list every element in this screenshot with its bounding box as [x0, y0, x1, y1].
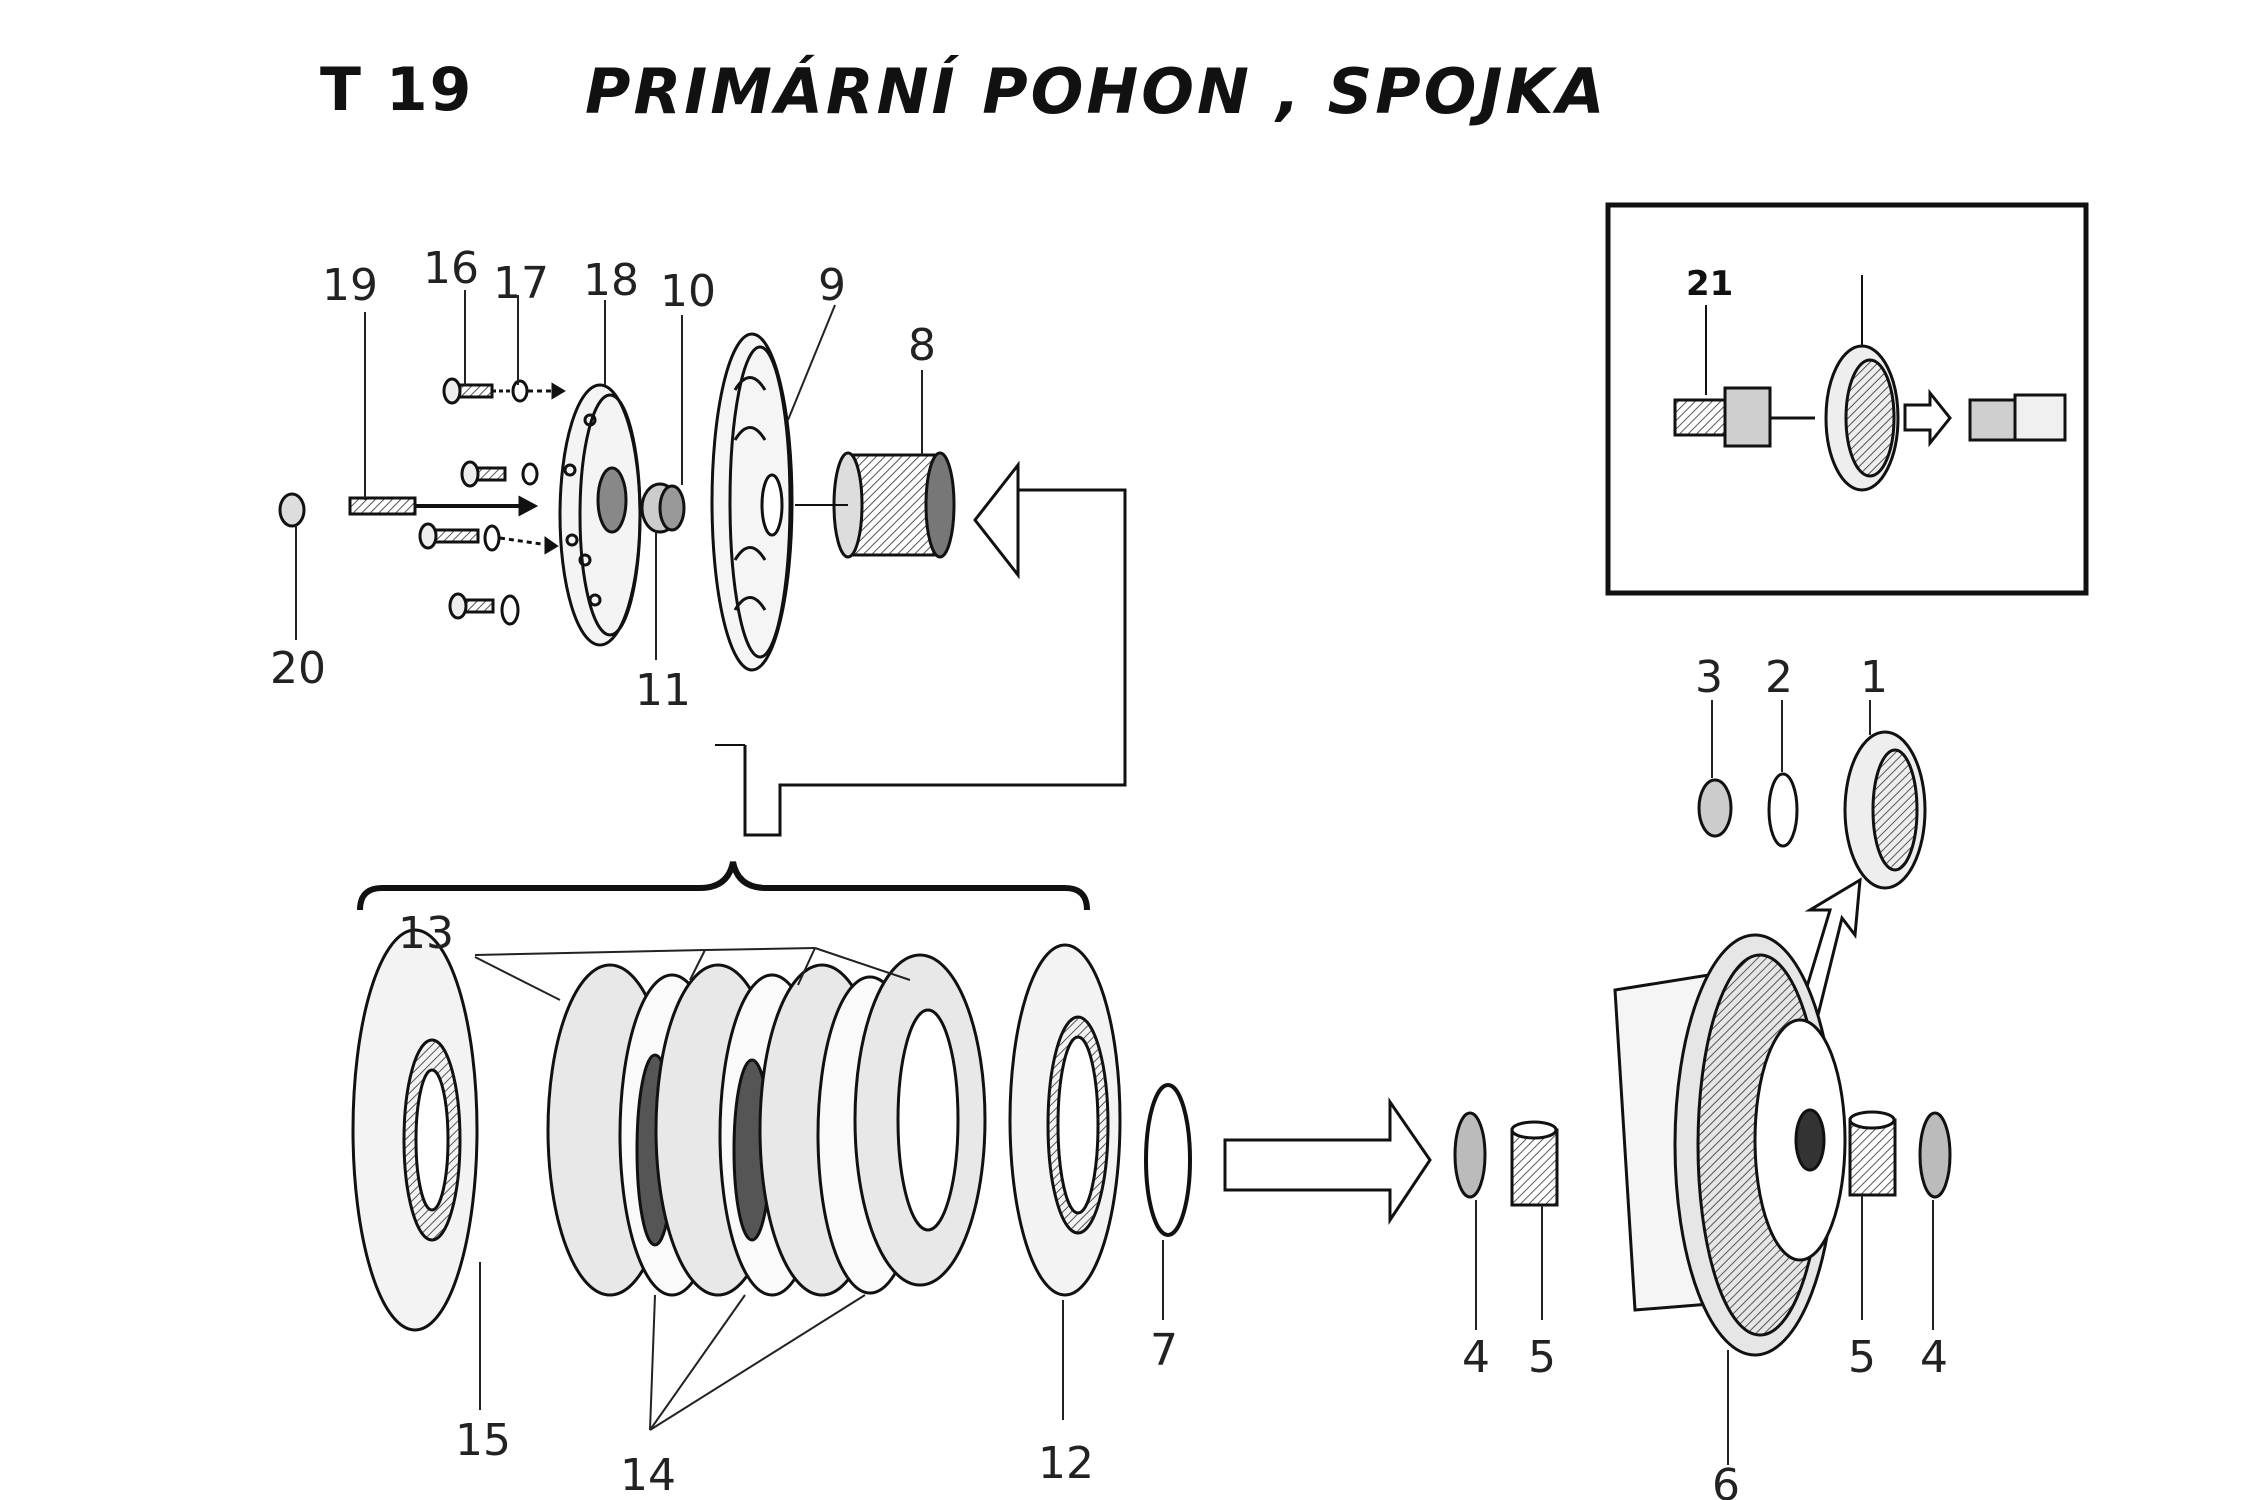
bushing-5a	[1510, 1128, 1559, 1207]
pressure-plate-group	[278, 332, 1127, 837]
callout-6: 6	[1712, 1460, 1740, 1500]
callout-14: 14	[620, 1450, 676, 1500]
callout-16: 16	[423, 243, 479, 294]
page-title: PRIMÁRNÍ POHON , SPOJKA	[585, 55, 1608, 128]
callout-4-right: 4	[1920, 1332, 1948, 1383]
callout-19: 19	[322, 260, 378, 311]
clutch-pack-brace	[357, 861, 1090, 911]
page-code: T 19	[320, 55, 474, 125]
callout-15: 15	[455, 1415, 511, 1466]
washer-4a	[1453, 1111, 1487, 1199]
clutch-pack	[351, 928, 1432, 1332]
washer-4b	[1918, 1111, 1952, 1199]
disc-9	[710, 332, 794, 672]
circlip-7	[1144, 1083, 1192, 1237]
screw-16	[442, 377, 510, 405]
callout-20: 20	[270, 643, 326, 694]
leader-lines-top	[295, 290, 923, 660]
callout-7: 7	[1150, 1325, 1178, 1376]
leader-lines-right	[1475, 700, 1934, 1465]
callout-5-left: 5	[1528, 1332, 1556, 1383]
screw-16c	[418, 522, 559, 555]
callout-1: 1	[1860, 652, 1888, 703]
inset-box	[1605, 202, 2089, 596]
assembly-arrow	[1223, 1097, 1432, 1225]
screw-16b	[460, 460, 539, 488]
callout-9: 9	[818, 260, 846, 311]
callout-21: 21	[1686, 264, 1733, 304]
nut-3	[1697, 778, 1733, 838]
washer-17	[511, 379, 529, 403]
hub-8	[795, 451, 956, 559]
callout-8: 8	[908, 320, 936, 371]
gear-arrow	[1798, 877, 1862, 1017]
callout-10: 10	[660, 266, 716, 317]
callout-13: 13	[398, 908, 454, 959]
callout-numbers: 19 16 17 18 10 9 8 20 11 21 3 2 1 13 15 …	[270, 243, 1948, 1500]
return-arrow	[743, 460, 1127, 837]
nut-20	[278, 492, 306, 528]
callout-5-right: 5	[1848, 1332, 1876, 1383]
callout-12: 12	[1038, 1438, 1094, 1489]
callout-2: 2	[1765, 652, 1793, 703]
washer-2	[1767, 772, 1799, 848]
callout-4-left: 4	[1462, 1332, 1490, 1383]
callout-18: 18	[583, 255, 639, 306]
bushing-5b	[1848, 1118, 1897, 1197]
screw-16d	[448, 592, 520, 626]
inset-arrow	[1903, 388, 1952, 448]
callout-11: 11	[635, 665, 691, 716]
clutch-housing-group	[1453, 730, 1952, 1357]
stud-19	[348, 496, 417, 516]
callout-3: 3	[1695, 652, 1723, 703]
screw-21	[1673, 398, 1727, 437]
leader-lines-bottom	[474, 947, 1164, 1431]
callout-17: 17	[493, 258, 549, 309]
